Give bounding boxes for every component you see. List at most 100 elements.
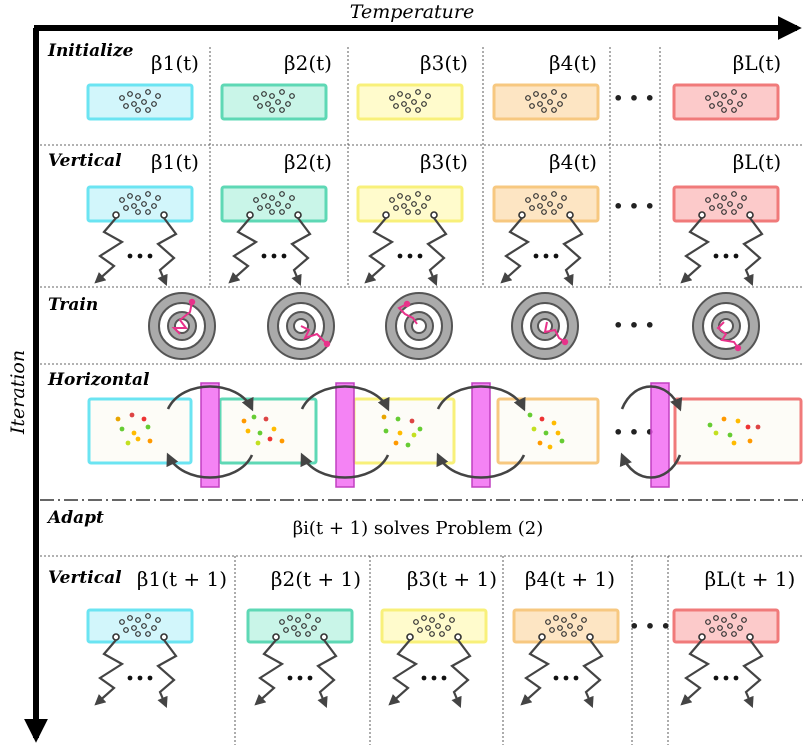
sample-particle xyxy=(445,625,451,631)
sample-particle xyxy=(393,103,399,109)
sample-particle xyxy=(551,209,557,215)
sample-particle xyxy=(537,440,543,446)
sample-particle xyxy=(737,101,743,107)
sample-particle xyxy=(305,631,311,637)
sample-particle xyxy=(279,89,285,95)
training-trajectory xyxy=(716,321,739,349)
row-label-initialize: Initialize xyxy=(47,41,134,61)
sample-particle xyxy=(401,203,407,209)
sample-particle xyxy=(389,197,395,203)
sample-particle xyxy=(135,93,141,99)
sample-particle xyxy=(439,613,445,619)
sample-particle xyxy=(287,615,293,621)
sample-particle xyxy=(709,205,715,211)
sample-particle xyxy=(251,414,257,420)
ellipsis-horizontal: • • • xyxy=(613,423,655,442)
sample-particle xyxy=(721,416,727,422)
random-walk-pair xyxy=(680,633,764,709)
sample-particle xyxy=(545,619,551,625)
sample-particle xyxy=(713,193,719,199)
swap-arrow-pair xyxy=(436,385,526,479)
sample-particle xyxy=(275,201,281,207)
sample-particle xyxy=(393,205,399,211)
training-trajectory xyxy=(300,325,328,345)
walk-ellipsis xyxy=(421,675,447,681)
sample-particle xyxy=(525,95,531,101)
temperature-axis-label: Temperature xyxy=(350,1,474,23)
sample-particle xyxy=(305,613,311,619)
sample-particle xyxy=(561,617,567,623)
replica-box-horizontal xyxy=(673,397,803,465)
sample-particle xyxy=(255,440,261,446)
walk-start xyxy=(160,211,168,219)
sample-particle xyxy=(279,107,285,113)
walk-ellipsis xyxy=(397,253,423,259)
sample-particle xyxy=(421,203,427,209)
sample-particle xyxy=(279,209,285,215)
sample-particle xyxy=(269,93,275,99)
sample-particle xyxy=(405,93,411,99)
sample-particle xyxy=(135,107,141,113)
sample-particle xyxy=(549,627,555,633)
replica-box-initialize xyxy=(220,83,328,121)
walk-start xyxy=(320,633,328,641)
sample-particle xyxy=(397,91,403,97)
sample-particle xyxy=(119,426,125,432)
sample-particle xyxy=(413,619,419,625)
sample-particle xyxy=(135,631,141,637)
sample-particle xyxy=(551,191,557,197)
walk-path-left xyxy=(680,639,711,706)
walk-path-left xyxy=(500,217,531,284)
sample-particle xyxy=(737,625,743,631)
row-separators xyxy=(40,144,803,557)
sample-particle xyxy=(257,430,263,436)
sample-particle xyxy=(301,623,307,629)
sample-particle xyxy=(721,93,727,99)
sample-particle xyxy=(741,195,747,201)
sample-particle xyxy=(155,93,161,99)
walk-start xyxy=(272,633,280,641)
sample-particle xyxy=(731,209,737,215)
sample-particle xyxy=(567,623,573,629)
replica-box-horizontal xyxy=(218,397,318,465)
swap-arrow-forward xyxy=(300,385,390,412)
training-trajectory xyxy=(397,303,418,325)
sample-particle xyxy=(267,436,273,442)
swap-arrow-forward xyxy=(436,385,526,412)
sample-particle xyxy=(415,209,421,215)
sample-particle xyxy=(291,625,297,631)
sample-particle xyxy=(411,99,417,105)
random-walk-pair xyxy=(520,633,604,709)
replica-box-horizontal xyxy=(496,397,600,465)
walk-start xyxy=(586,633,594,641)
replica-box-initialize xyxy=(672,83,780,121)
sample-particle xyxy=(717,101,723,107)
sample-particle xyxy=(253,197,259,203)
sample-particle xyxy=(145,631,151,637)
train-target xyxy=(267,292,335,360)
column-separators-bottom xyxy=(234,556,669,745)
sample-particle xyxy=(553,615,559,621)
walk-start xyxy=(538,633,546,641)
beta-label: β2(t) xyxy=(284,51,332,75)
sample-particle xyxy=(551,420,557,426)
walk-path-left xyxy=(228,217,259,284)
walk-path-right xyxy=(742,639,764,709)
replica-box-vertical xyxy=(356,185,464,223)
beta-label: β2(t) xyxy=(284,150,332,174)
sample-particle xyxy=(709,103,715,109)
sample-particle xyxy=(295,617,301,623)
sample-particle xyxy=(737,203,743,209)
swap-arrow-pair xyxy=(619,385,683,479)
train-target xyxy=(511,292,579,360)
sample-particle xyxy=(533,91,539,97)
row-label-train: Train xyxy=(48,295,98,315)
walk-ellipsis xyxy=(127,675,153,681)
sample-particle xyxy=(537,203,543,209)
replica-box-initialize xyxy=(86,83,194,121)
sample-particle xyxy=(539,416,545,422)
random-walk-pair xyxy=(680,211,764,287)
replica-box-vertical xyxy=(220,185,328,223)
sample-particle xyxy=(731,440,737,446)
walk-path-right xyxy=(156,217,178,287)
